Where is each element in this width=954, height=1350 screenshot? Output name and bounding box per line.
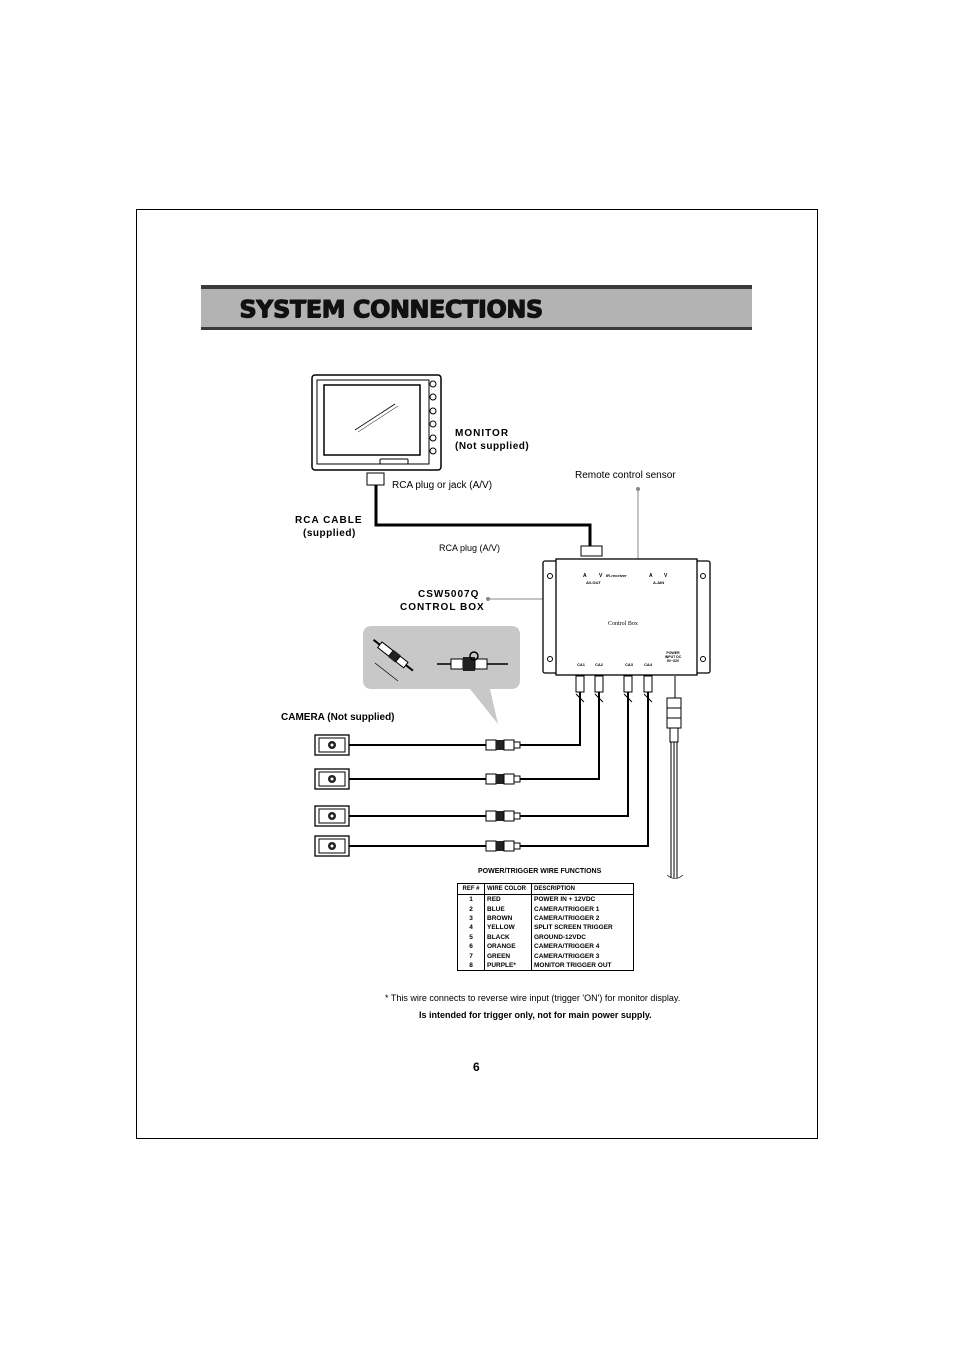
header-description: DESCRIPTION bbox=[531, 883, 634, 895]
cell-description: CAMERA/TRIGGER 4 bbox=[531, 941, 634, 952]
title-bar: SYSTEM CONNECTIONS bbox=[201, 285, 752, 330]
port-ir-receiver: IR-receiver bbox=[606, 573, 627, 578]
rca-cable-note: (supplied) bbox=[303, 528, 356, 539]
cell-ref: 7 bbox=[457, 951, 485, 961]
port-a-out: A bbox=[583, 573, 587, 579]
monitor-note: (Not supplied) bbox=[455, 441, 530, 452]
table-row: 2 BLUE CAMERA/TRIGGER 1 bbox=[457, 904, 634, 914]
rca-plug-label: RCA plug (A/V) bbox=[439, 543, 501, 553]
port-ca1: CA1 bbox=[577, 662, 586, 667]
page-frame bbox=[136, 209, 818, 1139]
cell-ref: 4 bbox=[457, 923, 485, 933]
port-power-input: POWER INPUT DC 9V~32V bbox=[664, 651, 682, 663]
warning-note: Is intended for trigger only, not for ma… bbox=[419, 1010, 652, 1020]
cell-description: CAMERA/TRIGGER 3 bbox=[531, 951, 634, 961]
control-box-label: CONTROL BOX bbox=[400, 602, 485, 613]
rca-cable bbox=[366, 472, 603, 557]
table-row: 7 GREEN CAMERA/TRIGGER 3 bbox=[457, 951, 634, 961]
table-row: 1 RED POWER IN + 12VDC bbox=[457, 894, 634, 905]
cell-description: MONITOR TRIGGER OUT bbox=[531, 960, 634, 972]
cell-wire-color: PURPLE* bbox=[484, 960, 532, 972]
cell-ref: 6 bbox=[457, 941, 485, 952]
camera-cables bbox=[349, 690, 649, 847]
port-ca2: CA2 bbox=[595, 662, 604, 667]
port-ca4: CA4 bbox=[644, 662, 653, 667]
cell-wire-color: ORANGE bbox=[484, 941, 532, 952]
cell-description: CAMERA/TRIGGER 1 bbox=[531, 904, 634, 914]
cell-description: POWER IN + 12VDC bbox=[531, 894, 634, 905]
power-harness bbox=[666, 676, 684, 879]
port-ca3: CA3 bbox=[625, 662, 634, 667]
wire-functions-table: REF # WIRE COLOR DESCRIPTION 1 RED POWER… bbox=[457, 883, 634, 972]
table-title: POWER/TRIGGER WIRE FUNCTIONS bbox=[478, 868, 602, 875]
camera-label: CAMERA (Not supplied) bbox=[281, 712, 395, 723]
control-box-face-label: Control Box bbox=[608, 621, 638, 627]
cell-wire-color: BLUE bbox=[484, 904, 532, 914]
table-row: 3 BROWN CAMERA/TRIGGER 2 bbox=[457, 913, 634, 924]
table-row: 8 PURPLE* MONITOR TRIGGER OUT bbox=[457, 960, 634, 972]
cell-description: SPLIT SCREEN TRIGGER bbox=[531, 923, 634, 933]
camera-4 bbox=[314, 835, 350, 857]
port-v-out: V bbox=[599, 573, 603, 579]
camera-2 bbox=[314, 768, 350, 790]
page-title: SYSTEM CONNECTIONS bbox=[239, 295, 543, 323]
control-box-illustration bbox=[542, 558, 711, 676]
cell-ref: 8 bbox=[457, 960, 485, 972]
cell-description: CAMERA/TRIGGER 2 bbox=[531, 913, 634, 924]
connector-callout bbox=[363, 626, 520, 724]
table-row: 5 BLACK GROUND-12VDC bbox=[457, 932, 634, 942]
table-row: 4 YELLOW SPLIT SCREEN TRIGGER bbox=[457, 923, 634, 933]
port-v-in: V bbox=[664, 573, 668, 579]
header-wire-color: WIRE COLOR bbox=[484, 883, 532, 895]
inline-rca-joints bbox=[485, 739, 521, 852]
cell-ref: 3 bbox=[457, 913, 485, 924]
cell-wire-color: RED bbox=[484, 894, 532, 905]
page-number: 6 bbox=[473, 1060, 480, 1074]
control-box-model: CSW5007Q bbox=[418, 589, 480, 600]
remote-sensor-label: Remote control sensor bbox=[575, 470, 676, 481]
cell-ref: 2 bbox=[457, 904, 485, 914]
cell-ref: 1 bbox=[457, 894, 485, 905]
cell-wire-color: BROWN bbox=[484, 913, 532, 924]
cell-ref: 5 bbox=[457, 932, 485, 942]
rca-plug-jack-label: RCA plug or jack (A/V) bbox=[392, 480, 493, 491]
monitor-label: MONITOR bbox=[455, 428, 510, 439]
table-row: 6 ORANGE CAMERA/TRIGGER 4 bbox=[457, 941, 634, 952]
camera-3 bbox=[314, 805, 350, 827]
port-av-in: A-AIN bbox=[653, 580, 665, 585]
header-ref: REF # bbox=[457, 883, 485, 895]
camera-1 bbox=[314, 734, 350, 756]
table-header-row: REF # WIRE COLOR DESCRIPTION bbox=[457, 883, 634, 895]
port-a-in: A bbox=[649, 573, 653, 579]
cell-wire-color: YELLOW bbox=[484, 923, 532, 933]
cell-wire-color: BLACK bbox=[484, 932, 532, 942]
monitor-illustration bbox=[311, 374, 442, 471]
box-connectors bbox=[575, 675, 653, 703]
cell-description: GROUND-12VDC bbox=[531, 932, 634, 942]
port-av-out: AV-OUT bbox=[586, 580, 601, 585]
cell-wire-color: GREEN bbox=[484, 951, 532, 961]
footnote: * This wire connects to reverse wire inp… bbox=[385, 993, 681, 1003]
rca-cable-label: RCA CABLE bbox=[295, 515, 363, 526]
